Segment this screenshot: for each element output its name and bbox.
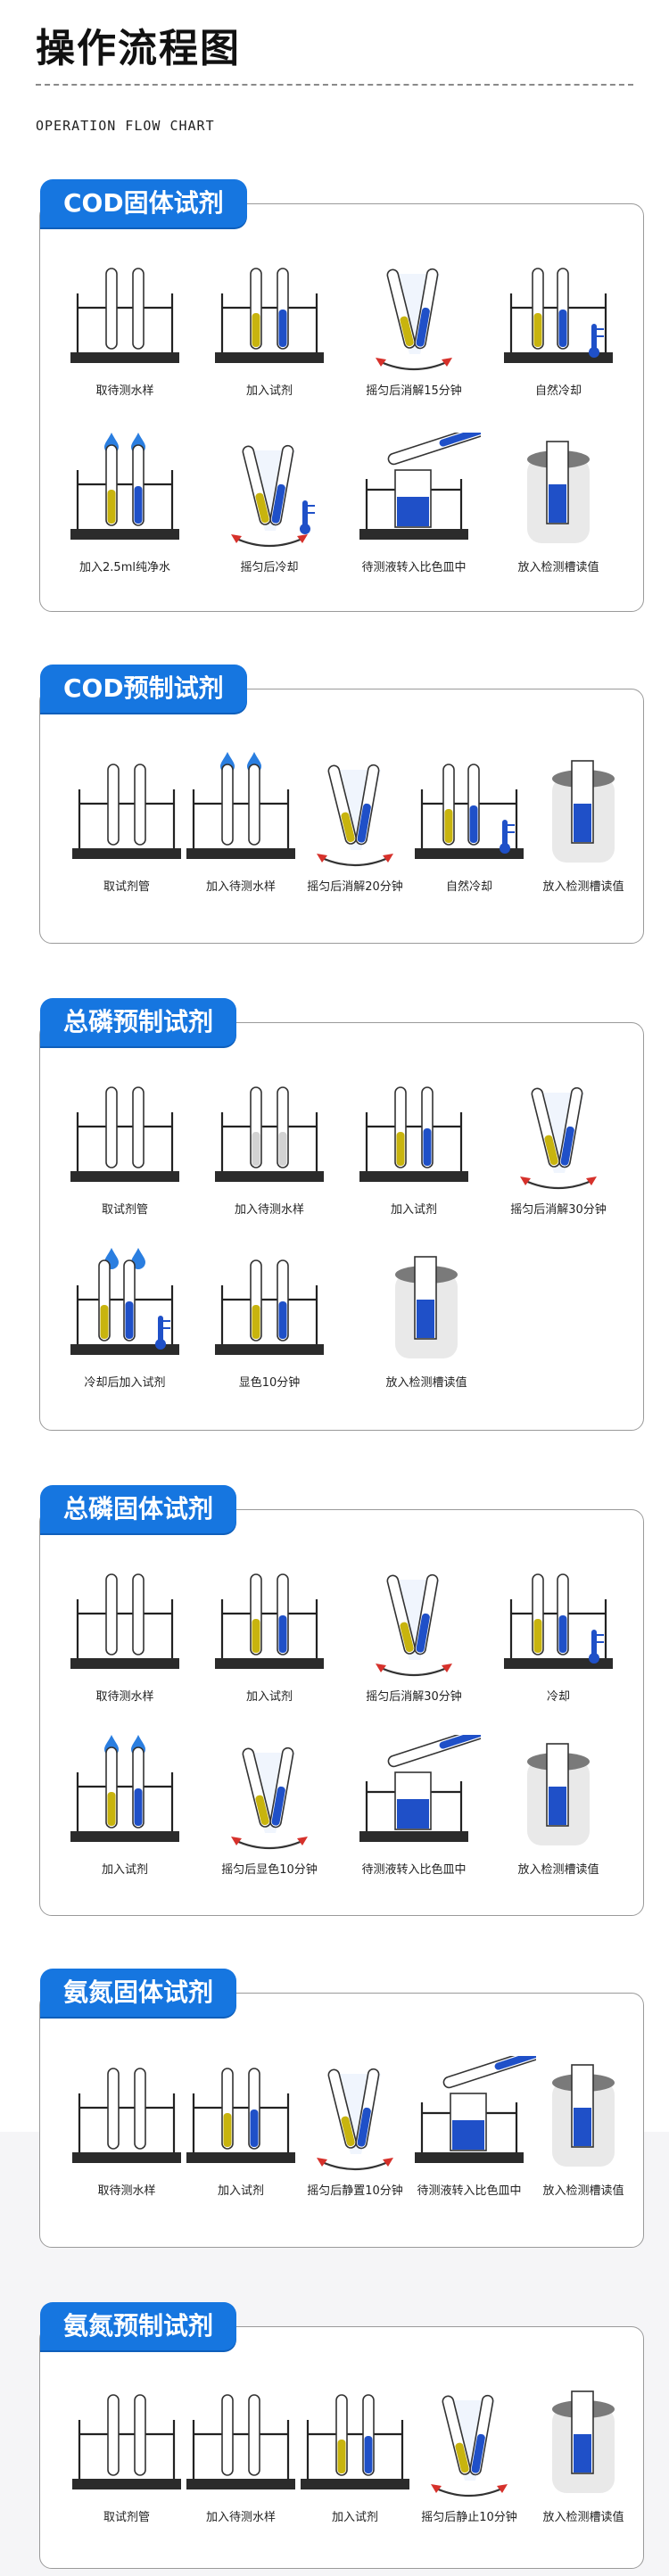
step: 加入2.5ml纯净水 [58, 433, 192, 584]
page-subtitle: OPERATION FLOW CHART [36, 118, 215, 134]
step-label: 自然冷却 [534, 384, 582, 398]
step: 冷却 [491, 1562, 625, 1713]
step-label: 摇匀后消解30分钟 [366, 1690, 462, 1704]
step-label: 加入试剂 [217, 2184, 264, 2198]
step-label: 取试剂管 [101, 1203, 148, 1217]
step-label: 取待测水样 [95, 1690, 154, 1704]
step: 摇匀后消解20分钟 [288, 752, 422, 904]
step-label: 加入试剂 [331, 2511, 378, 2524]
step-label: 放入检测槽读值 [542, 2511, 624, 2524]
step: 放入检测槽读值 [516, 2056, 650, 2208]
step: 摇匀后消解30分钟 [491, 1075, 625, 1226]
step: 加入试剂 [58, 1735, 192, 1887]
step-label: 冷却 [546, 1690, 570, 1704]
step: 摇匀后冷却 [202, 433, 336, 584]
step: 加入试剂 [288, 2382, 422, 2534]
section-title: 总磷固体试剂 [40, 1485, 237, 1533]
step: 摇匀后静置10分钟 [288, 2056, 422, 2208]
step: 待测液转入比色皿中 [347, 1735, 481, 1887]
step-label: 摇匀后冷却 [240, 561, 299, 574]
step-label: 加入试剂 [390, 1203, 437, 1217]
section-title: 总磷预制试剂 [40, 998, 237, 1046]
step-label: 取试剂管 [103, 880, 150, 894]
step: 待测液转入比色皿中 [347, 433, 481, 584]
step: 自然冷却 [491, 256, 625, 408]
step: 摇匀后静止10分钟 [402, 2382, 536, 2534]
section-tp-premade: 总磷预制试剂 取试剂管 加入待测水样 加入试剂 摇匀后消解30分钟 冷却后加入试… [39, 998, 644, 1431]
section-nh3-solid: 氨氮固体试剂 取待测水样 加入试剂 摇匀后静置10分钟 待测液转入比色皿中 放入… [39, 1969, 644, 2248]
step: 放入检测槽读值 [516, 2382, 650, 2534]
step-label: 放入检测槽读值 [542, 2184, 624, 2198]
step-label: 放入检测槽读值 [542, 880, 624, 894]
step: 摇匀后消解15分钟 [347, 256, 481, 408]
step-label: 放入检测槽读值 [517, 1863, 599, 1877]
step: 取待测水样 [58, 1562, 192, 1713]
step: 放入检测槽读值 [491, 1735, 625, 1887]
step-label: 待测液转入比色皿中 [361, 561, 467, 574]
step: 摇匀后显色10分钟 [202, 1735, 336, 1887]
section-title: 氨氮固体试剂 [40, 1969, 237, 2017]
step-label: 取待测水样 [97, 2184, 156, 2198]
step-label: 摇匀后静置10分钟 [307, 2184, 403, 2198]
section-nh3-premade: 氨氮预制试剂 取试剂管 加入待测水样 加入试剂 摇匀后静止10分钟 放入检测槽读… [39, 2302, 644, 2569]
step-label: 摇匀后静止10分钟 [421, 2511, 517, 2524]
step: 加入待测水样 [174, 2382, 308, 2534]
step: 自然冷却 [402, 752, 536, 904]
step-label: 加入待测水样 [205, 2511, 276, 2524]
section-title: COD预制试剂 [40, 665, 247, 713]
section-tp-solid: 总磷固体试剂 取待测水样 加入试剂 摇匀后消解30分钟 冷却 加入试剂 摇匀后显… [39, 1485, 644, 1916]
section-title: COD固体试剂 [40, 179, 247, 227]
step-label: 取试剂管 [103, 2511, 150, 2524]
step-label: 摇匀后显色10分钟 [221, 1863, 318, 1877]
step: 冷却后加入试剂 [58, 1248, 192, 1399]
step: 放入检测槽读值 [516, 752, 650, 904]
page-title: 操作流程图 [36, 26, 241, 71]
step: 放入检测槽读值 [491, 433, 625, 584]
step-label: 摇匀后消解30分钟 [510, 1203, 607, 1217]
step: 放入检测槽读值 [359, 1248, 493, 1399]
step-label: 冷却后加入试剂 [84, 1376, 166, 1390]
step-label: 加入2.5ml纯净水 [79, 561, 170, 574]
step: 待测液转入比色皿中 [402, 2056, 536, 2208]
section-title: 氨氮预制试剂 [40, 2302, 237, 2350]
step-label: 取待测水样 [95, 384, 154, 398]
step-label: 放入检测槽读值 [517, 561, 599, 574]
step: 取试剂管 [58, 1075, 192, 1226]
step: 摇匀后消解30分钟 [347, 1562, 481, 1713]
step-label: 摇匀后消解15分钟 [366, 384, 462, 398]
step-label: 加入试剂 [245, 1690, 293, 1704]
step-label: 摇匀后消解20分钟 [307, 880, 403, 894]
step: 加入试剂 [347, 1075, 481, 1226]
section-cod-premade: COD预制试剂 取试剂管 加入待测水样 摇匀后消解20分钟 自然冷却 放入检测槽… [39, 665, 644, 944]
step: 加入试剂 [202, 256, 336, 408]
step: 加入待测水样 [202, 1075, 336, 1226]
step: 取待测水样 [58, 256, 192, 408]
step: 取试剂管 [60, 752, 194, 904]
step-label: 加入待测水样 [234, 1203, 304, 1217]
step: 显色10分钟 [202, 1248, 336, 1399]
step: 取待测水样 [60, 2056, 194, 2208]
step-label: 待测液转入比色皿中 [417, 2184, 522, 2198]
step-label: 显色10分钟 [238, 1376, 301, 1390]
step: 加入试剂 [202, 1562, 336, 1713]
step-label: 加入待测水样 [205, 880, 276, 894]
step-label: 放入检测槽读值 [385, 1376, 467, 1390]
step: 取试剂管 [60, 2382, 194, 2534]
step: 加入待测水样 [174, 752, 308, 904]
step-label: 自然冷却 [445, 880, 492, 894]
step-label: 加入试剂 [245, 384, 293, 398]
title-divider [36, 84, 633, 86]
step-label: 加入试剂 [101, 1863, 148, 1877]
step: 加入试剂 [174, 2056, 308, 2208]
step-label: 待测液转入比色皿中 [361, 1863, 467, 1877]
section-cod-solid: COD固体试剂 取待测水样 加入试剂 摇匀后消解15分钟 自然冷却 加入2.5m… [39, 179, 644, 612]
